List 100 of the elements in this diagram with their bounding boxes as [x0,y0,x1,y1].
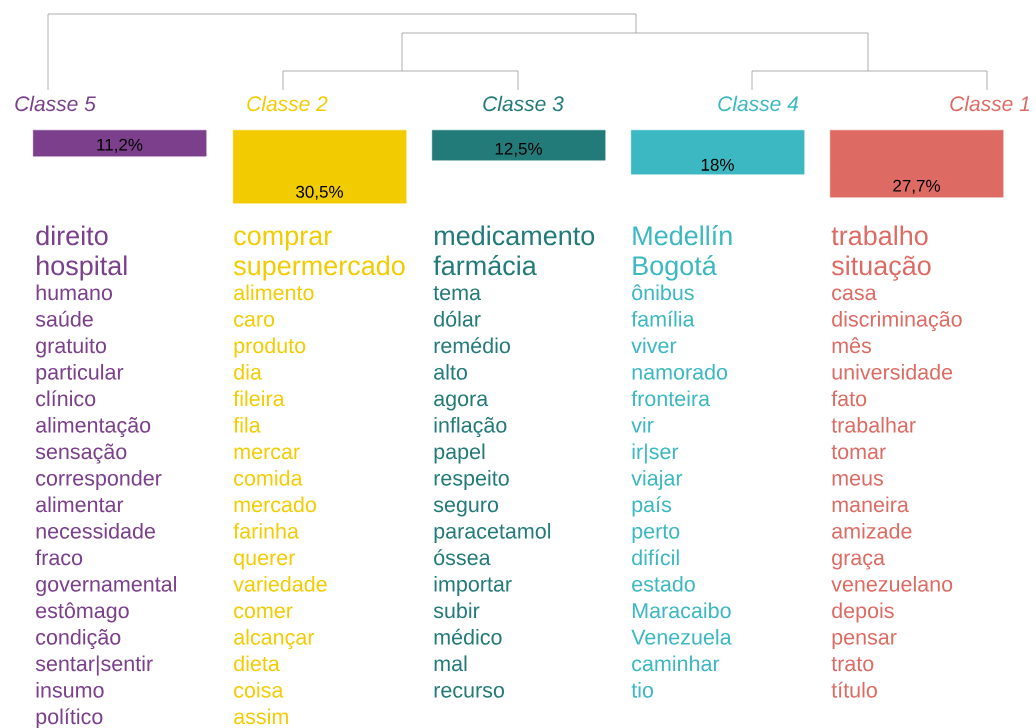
word: vir [631,416,654,433]
word: Bogotá [633,255,717,281]
word: estômago [36,602,129,623]
word: humano [36,284,112,301]
word: tema [433,286,481,301]
word: Venezuela [631,628,732,645]
word: graça [832,553,885,570]
word: variedade [233,575,327,592]
word: depois [832,602,894,623]
word: alimento [234,284,314,301]
word: dia [234,363,262,380]
word: hospital [37,255,127,281]
word: subir [433,602,480,619]
word: universidade [832,363,953,380]
word: estado [632,575,695,592]
word: tomar [831,445,886,460]
word: médico [434,628,502,645]
word: óssea [434,549,491,566]
word: mês [832,337,872,354]
word: comer [234,606,293,619]
word: inflação [434,416,507,438]
word: importar [434,575,512,596]
word: Maracaibo [632,602,731,619]
word: trato [831,657,874,672]
word: fraco [35,549,83,566]
word: paracetamol [434,522,551,543]
class-label: Classe 3 [483,95,564,112]
percentage-bar: 18% [631,130,805,175]
word: sensação [35,443,127,464]
word: necessidade [36,522,155,539]
word: casa [832,288,877,301]
word: difícil [632,549,679,566]
word: título [831,681,877,698]
word: corresponder [36,469,162,490]
word: namorado [632,363,728,380]
word: meus [832,473,883,486]
word: trabalho [831,225,928,246]
word: dieta [234,655,280,672]
word: recurso [434,685,504,698]
class-label: Classe 2 [247,95,328,112]
word: caro [234,314,275,327]
word: gratuito [36,337,106,358]
percentage-bar: 30,5% [233,130,407,204]
word: alimentar [36,496,124,513]
word: mercar [234,447,300,460]
word: mal [434,655,467,672]
word: farinha [233,522,299,539]
class-label: Classe 4 [718,95,799,112]
word: fronteira [631,390,711,407]
word: venezuelano [831,575,953,592]
word: família [631,310,695,327]
percentage-bar: 11,2% [33,130,207,157]
word: fila [233,416,261,433]
word: ir|ser [632,443,679,464]
word: clínico [36,390,96,407]
word: viver [631,337,677,354]
word: dólar [434,310,481,327]
word: assim [234,708,288,725]
word: maneira [832,496,909,513]
word: alimentação [36,416,151,438]
word: sentar|sentir [35,655,153,676]
word: perto [632,524,680,543]
word: medicamento [435,225,595,246]
word: supermercado [233,255,405,281]
word: remédio [434,337,510,354]
word: seguro [433,500,499,517]
class-label: Classe 1 [950,95,1030,112]
word: caminhar [632,655,720,672]
word: tio [631,681,653,698]
percentage-bar: 12,5% [432,130,606,161]
percentage-bar: 27,7% [830,130,1004,198]
word: político [36,708,103,728]
word: produto [234,337,306,358]
word: viajar [631,469,683,490]
word: mercado [234,496,316,513]
word: discriminação [832,310,962,332]
word: agora [434,394,489,411]
word: situação [831,255,931,281]
word: papel [434,443,485,464]
word: alcançar [234,628,315,650]
word: farmácia [433,255,537,276]
word: querer [234,553,295,570]
class-label: Classe 5 [15,95,96,112]
word: insumo [36,681,104,698]
word: fileira [233,390,285,407]
word: alto [434,363,467,380]
word: condição [36,628,121,650]
word: amizade [832,522,912,539]
word: comida [234,469,303,486]
word: fato [831,390,867,407]
word: saúde [35,310,93,327]
word: país [632,496,672,517]
word: particular [36,363,124,384]
word: pensar [832,632,897,649]
word: comprar [234,230,332,251]
word: ônibus [632,284,694,301]
word: direito [36,225,108,246]
word: respeito [434,469,509,490]
word: coisa [234,681,284,698]
word: Medellín [633,225,732,246]
